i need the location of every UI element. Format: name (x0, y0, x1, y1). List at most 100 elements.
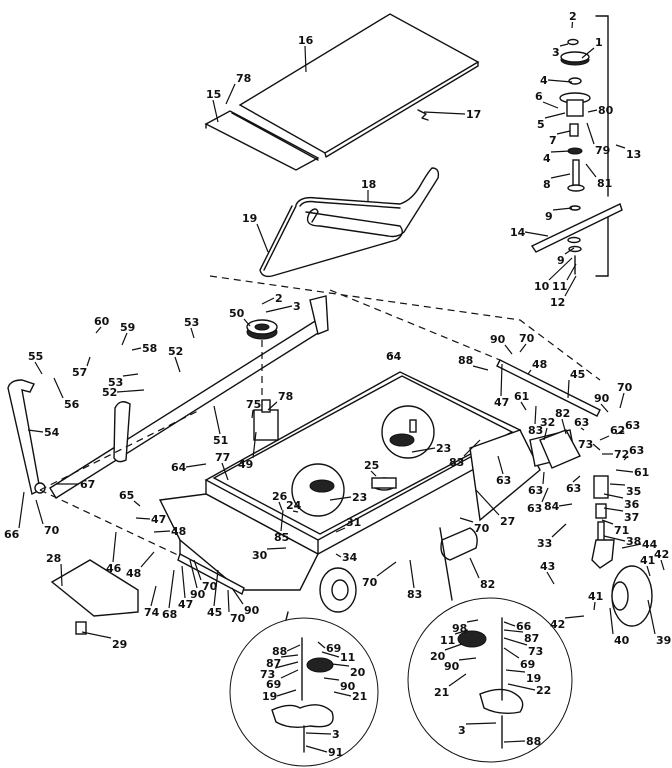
clip-17 (417, 109, 429, 121)
callout-number: 63 (528, 484, 543, 497)
leader-line (251, 409, 254, 419)
callout-number: 47 (178, 598, 193, 611)
callout-1: 1 (581, 36, 603, 59)
chute-28 (50, 559, 139, 635)
gearbox-49 (253, 399, 279, 441)
leader-line (18, 491, 25, 529)
callout-number: 9 (545, 210, 553, 223)
callout-number: 87 (524, 632, 539, 645)
callout-number: 91 (328, 746, 343, 759)
leader-line (86, 356, 91, 367)
callout-number: 81 (597, 177, 612, 190)
leader-line (586, 122, 595, 145)
leader-line (150, 585, 157, 607)
leader-line (503, 740, 526, 743)
leader-line (331, 663, 350, 667)
leader-line (60, 563, 63, 587)
leader-line (599, 435, 610, 441)
leader-line (609, 607, 614, 635)
leader-line (647, 599, 656, 635)
callout-number: 73 (260, 668, 275, 681)
callout-82: 82 (469, 557, 495, 591)
leader-line (520, 401, 527, 411)
callout-number: 61 (514, 390, 529, 403)
callout-45: 45 (207, 569, 222, 619)
callout-number: 57 (72, 366, 87, 379)
callout-19: 19 (505, 669, 541, 685)
callout-63: 63 (496, 455, 511, 487)
callout-number: 35 (626, 485, 641, 498)
callout-3: 3 (305, 728, 340, 741)
callout-11: 11 (440, 629, 469, 647)
callout-number: 70 (230, 612, 246, 625)
callout-number: 70 (362, 576, 378, 589)
leader-line (543, 427, 548, 441)
leader-line (550, 150, 571, 153)
callout-66: 66 (4, 491, 25, 541)
leader-line (181, 565, 186, 599)
callout-42: 42 (654, 548, 669, 571)
leader-line (261, 297, 275, 305)
leader-line (274, 661, 299, 669)
callout-30: 30 (252, 547, 287, 562)
leader-line (603, 535, 626, 542)
callout-85: 85 (274, 509, 289, 544)
callout-45: 45 (567, 368, 585, 399)
leader-line (615, 430, 625, 435)
callout-47: 47 (494, 363, 509, 409)
leader-line (559, 43, 569, 47)
callout-7: 7 (549, 130, 571, 147)
callout-number: 5 (537, 118, 545, 131)
leader-line (81, 631, 112, 639)
callout-55: 55 (28, 350, 43, 375)
leader-line (542, 101, 559, 109)
callout-65: 65 (119, 489, 141, 507)
callout-71: 71 (601, 519, 629, 537)
pulley-25 (371, 477, 397, 491)
leader-line (305, 745, 328, 753)
leader-line (503, 629, 524, 633)
callout-4: 4 (540, 74, 573, 87)
callout-9: 9 (557, 247, 575, 267)
leader-line (603, 493, 624, 499)
leader-line (475, 489, 500, 516)
callout-number: 41 (588, 590, 603, 603)
callout-63: 63 (566, 475, 581, 495)
leader-line (503, 647, 520, 659)
leader-line (660, 559, 665, 571)
callout-number: 44 (642, 538, 658, 551)
callout-23: 23 (411, 442, 451, 455)
callout-number: 40 (614, 634, 630, 647)
leader-line (185, 463, 207, 468)
leader-line (548, 257, 573, 281)
detail-circle-left (229, 611, 379, 767)
caster-wheel-front (319, 567, 357, 613)
spindle-circle-right (381, 405, 435, 459)
callout-10: 10 (534, 257, 573, 293)
callout-69: 69 (503, 647, 535, 671)
leader-line (34, 361, 43, 375)
callout-75: 75 (246, 398, 261, 419)
callout-88: 88 (272, 644, 301, 658)
callout-number: 43 (540, 560, 555, 573)
callout-number: 85 (274, 531, 289, 544)
callout-58: 58 (131, 342, 157, 355)
callout-number: 53 (184, 316, 199, 329)
bracket-32 (539, 429, 581, 469)
leader-line (550, 173, 571, 179)
callout-number: 12 (550, 296, 565, 309)
callout-69: 69 (266, 669, 299, 691)
callout-number: 26 (272, 490, 288, 503)
leader-line (567, 379, 570, 399)
callout-74: 74 (144, 585, 160, 619)
callout-77: 77 (215, 451, 230, 481)
callout-number: 63 (496, 474, 511, 487)
leader-line (458, 657, 477, 661)
callout-number: 90 (190, 588, 206, 601)
leader-line (547, 79, 573, 83)
callout-70: 70 (617, 381, 633, 409)
leader-line (335, 553, 342, 558)
callout-11: 11 (321, 651, 355, 664)
callout-46: 46 (106, 531, 122, 575)
callout-number: 72 (614, 448, 629, 461)
